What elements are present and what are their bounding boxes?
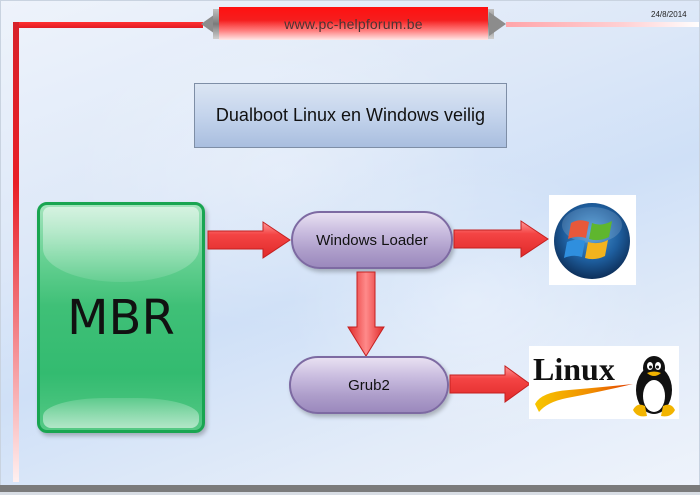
footer-strip [0, 492, 700, 495]
frame-line-right [506, 22, 699, 27]
slide-background: www.pc-helpforum.be 24/8/2014 Dualboot L… [1, 1, 699, 485]
arrow-mbr-to-windows-loader [207, 221, 291, 259]
node-grub2-label: Grub2 [348, 376, 390, 394]
slide-title: Dualboot Linux en Windows veilig [215, 105, 486, 125]
mbr-gloss-top [43, 207, 199, 282]
footer-bar [0, 485, 700, 492]
arrow-windows-loader-to-windows [453, 220, 549, 258]
banner-body: www.pc-helpforum.be [219, 7, 488, 40]
arrow-windows-loader-to-grub2 [347, 271, 385, 357]
node-mbr: MBR [37, 202, 205, 433]
banner-right-cap [489, 12, 506, 36]
node-windows-loader-label: Windows Loader [316, 231, 428, 249]
linux-logo-text: Linux [533, 351, 615, 387]
linux-logo-icon: Linux [529, 346, 679, 419]
banner-left-cap-edge [213, 9, 219, 39]
slide-date: 24/8/2014 [651, 10, 687, 19]
website-url: www.pc-helpforum.be [284, 15, 423, 32]
frame-line-top [13, 22, 203, 28]
arrow-grub2-to-linux [449, 365, 531, 403]
header-banner: www.pc-helpforum.be [201, 7, 506, 40]
node-grub2: Grub2 [289, 356, 449, 414]
node-mbr-label: MBR [67, 289, 175, 346]
windows-logo-icon [549, 195, 636, 285]
node-windows-loader: Windows Loader [291, 211, 453, 269]
frame-line-left [13, 22, 19, 482]
mbr-gloss-bottom [43, 398, 199, 428]
title-box: Dualboot Linux en Windows veilig [194, 83, 507, 148]
